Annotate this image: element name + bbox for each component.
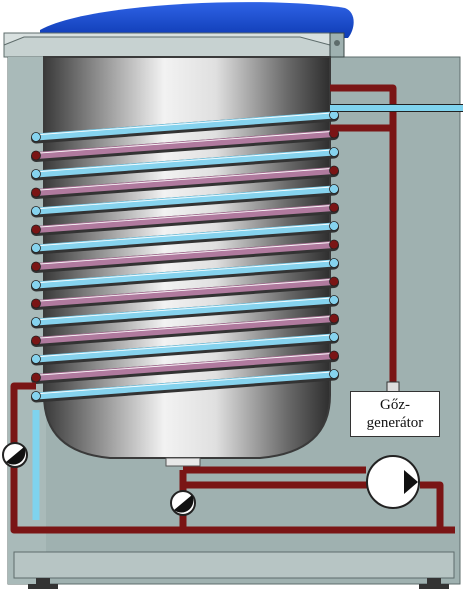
coil-end-right (329, 276, 339, 287)
cold-coil-winding (32, 333, 338, 363)
coil-end-right (329, 165, 339, 176)
coil-end-right (329, 239, 339, 250)
coil-end-right (329, 369, 339, 379)
hot-coil-winding (32, 130, 338, 159)
foot-right-pad (419, 584, 449, 589)
coil-end-left (31, 243, 41, 253)
coil-end-left (31, 150, 41, 161)
steam-generator-label: Gőz- generátor (350, 391, 440, 437)
coil-end-left (31, 169, 41, 179)
hot-coil-winding (32, 167, 338, 196)
coil-end-right (329, 313, 339, 324)
coil-end-right (329, 332, 339, 342)
coil-end-right (329, 221, 339, 231)
pump-left (2, 442, 28, 468)
coil-end-left (31, 354, 41, 364)
coil-highlight (35, 241, 335, 265)
coil-end-left (31, 280, 41, 290)
coil-end-right (329, 147, 339, 157)
foot-left (36, 578, 50, 584)
coil-end-right (329, 202, 339, 213)
generator-label-line2: generátor (366, 415, 424, 431)
tank-drain (165, 457, 201, 467)
cold-coil-winding (32, 259, 338, 289)
coil-end-left (31, 261, 41, 272)
coil-end-left (31, 224, 41, 235)
pipe-outlines (330, 104, 463, 112)
foot-left-pad (28, 584, 58, 589)
coil-end-left (31, 317, 41, 327)
coil-highlight (35, 371, 335, 395)
housing-top-trim (3, 36, 331, 58)
coil-end-left (31, 298, 41, 309)
coil-end-left (31, 391, 41, 401)
coil-highlight (35, 223, 335, 247)
hot-coil-winding (32, 315, 338, 344)
coil-highlight (35, 352, 335, 376)
coil-end-left (31, 187, 41, 198)
cold-coil-winding (32, 370, 338, 400)
coil-highlight (35, 130, 335, 154)
coil-highlight (35, 112, 335, 136)
hot-coil-winding (32, 204, 338, 233)
coil-end-right (329, 295, 339, 305)
coil-end-right (329, 350, 339, 361)
coil-end-right (329, 184, 339, 194)
coil-highlight (35, 260, 335, 284)
hot-coil-winding (32, 241, 338, 270)
coil-highlight (35, 334, 335, 358)
coil-highlight (35, 167, 335, 191)
hot-coil-winding (32, 278, 338, 307)
coil-highlight (35, 278, 335, 302)
heat-exchanger-coils (31, 110, 339, 403)
hot-coil-winding (32, 352, 338, 381)
cold-coil-winding (32, 296, 338, 326)
foot-right (427, 578, 441, 584)
cold-water-piping (32, 104, 463, 520)
coil-highlight (35, 297, 335, 321)
cold-coil-winding (32, 148, 338, 178)
coil-end-left (31, 335, 41, 346)
main-pump (366, 455, 420, 509)
cold-coil-winding (32, 222, 338, 252)
housing-base (13, 551, 455, 579)
coil-highlight (35, 186, 335, 210)
coil-highlight (35, 149, 335, 173)
coil-end-left (31, 372, 41, 383)
blue-lid (40, 2, 354, 38)
coil-end-left (31, 132, 41, 142)
generator-label-line1: Gőz- (380, 397, 410, 413)
cold-coil-winding (32, 185, 338, 215)
cold-coil-winding (32, 111, 338, 141)
coil-end-left (31, 206, 41, 216)
coil-highlight (35, 204, 335, 228)
coil-end-right (329, 258, 339, 268)
coil-highlight (35, 315, 335, 339)
mount-bolt (334, 40, 340, 46)
pump-bottom (170, 490, 196, 516)
